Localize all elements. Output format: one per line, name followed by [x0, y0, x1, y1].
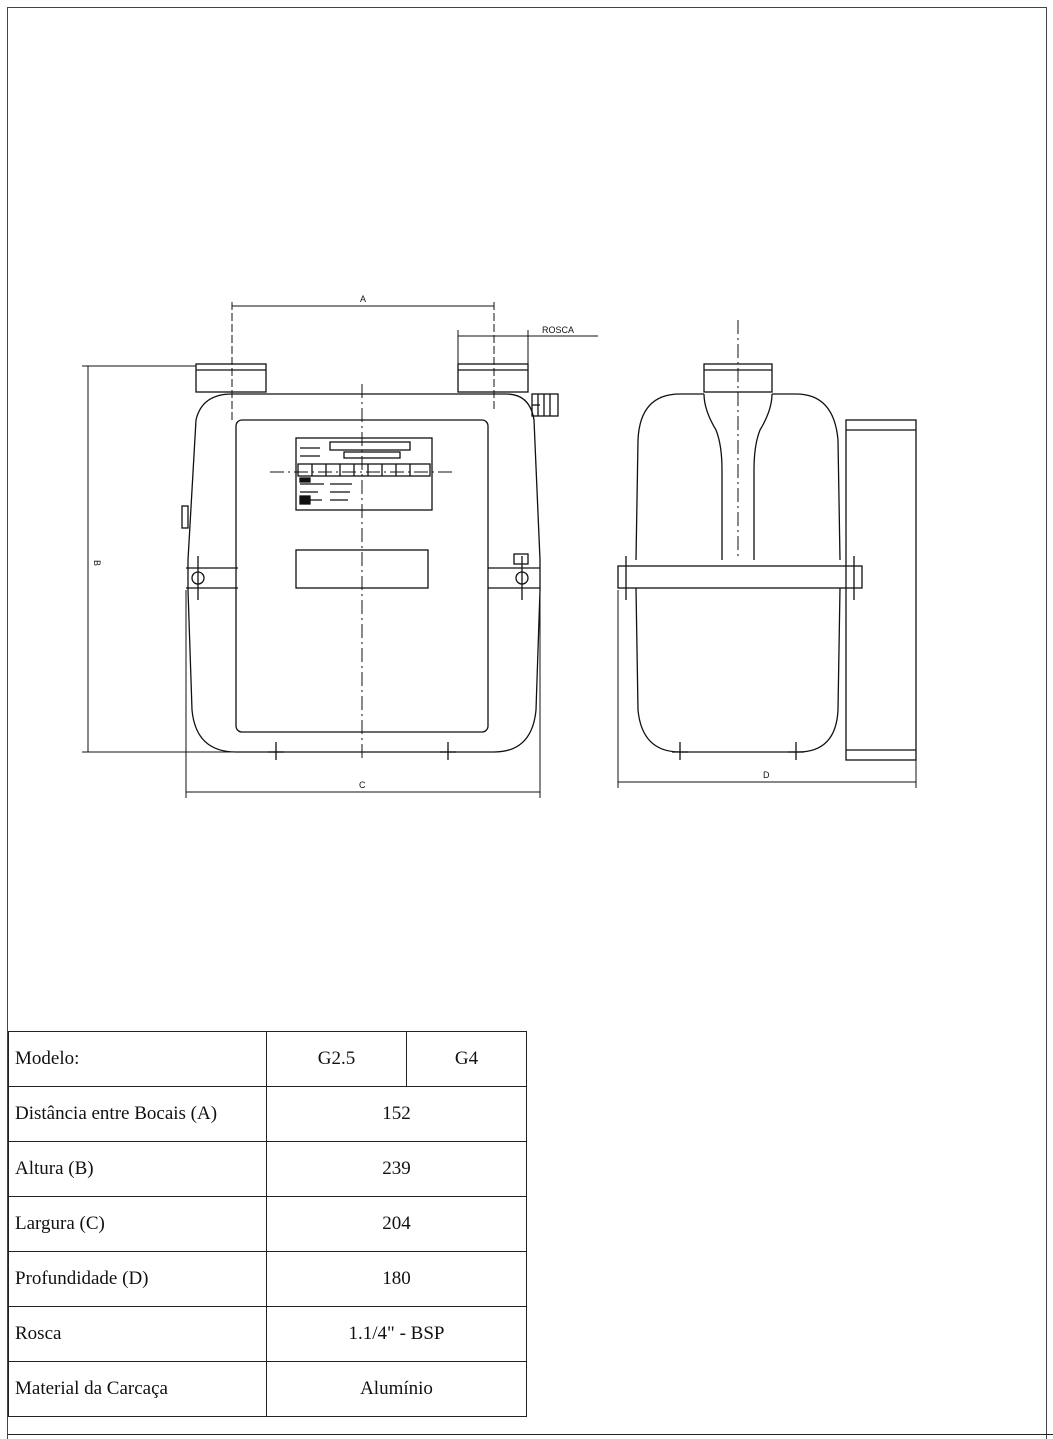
front-body-outline — [187, 393, 541, 753]
row-label: Largura (C) — [8, 1196, 267, 1252]
side-clamp — [617, 565, 863, 589]
side-lower-body — [635, 587, 841, 753]
row-value: 239 — [266, 1141, 527, 1197]
dimension-b — [82, 365, 236, 753]
table-row: Altura (B) 239 — [8, 1141, 527, 1197]
label-b: B — [92, 560, 102, 566]
technical-drawing: A ROSCA B C D — [82, 294, 917, 798]
label-a: A — [360, 294, 366, 304]
spec-table: Modelo: G2.5 G4 Distância entre Bocais (… — [8, 1031, 527, 1417]
bottom-border — [8, 1434, 1053, 1435]
row-label: Rosca — [8, 1306, 267, 1362]
side-left-lobe — [635, 393, 723, 561]
row-value: 204 — [266, 1196, 527, 1252]
dimension-d — [617, 590, 917, 788]
nozzle-left — [195, 363, 267, 393]
model-g25: G2.5 — [266, 1031, 407, 1087]
label-c: C — [359, 780, 366, 790]
dimension-a — [231, 302, 495, 420]
side-nozzle — [703, 363, 773, 393]
side-right-lobe — [753, 393, 841, 561]
row-value: Alumínio — [266, 1361, 527, 1417]
sheet-border — [7, 7, 1047, 1439]
row-label: Material da Carcaça — [8, 1361, 267, 1417]
model-label: Modelo: — [8, 1031, 267, 1087]
row-label: Profundidade (D) — [8, 1251, 267, 1307]
front-view — [181, 363, 559, 760]
table-row: Profundidade (D) 180 — [8, 1251, 527, 1307]
label-rosca: ROSCA — [542, 325, 574, 335]
row-value: 152 — [266, 1086, 527, 1142]
row-value: 1.1/4" - BSP — [266, 1306, 527, 1362]
table-row: Rosca 1.1/4" - BSP — [8, 1306, 527, 1362]
dimension-c — [185, 590, 541, 798]
row-value: 180 — [266, 1251, 527, 1307]
side-view — [617, 363, 917, 761]
center-lines — [270, 320, 739, 760]
dimension-rosca — [457, 330, 598, 364]
row-label: Altura (B) — [8, 1141, 267, 1197]
table-header-row: Modelo: G2.5 G4 — [8, 1031, 527, 1087]
label-d: D — [763, 770, 770, 780]
nameplate — [295, 437, 433, 511]
table-row: Largura (C) 204 — [8, 1196, 527, 1252]
model-g4: G4 — [406, 1031, 527, 1087]
table-row: Material da Carcaça Alumínio — [8, 1361, 527, 1417]
table-row: Distância entre Bocais (A) 152 — [8, 1086, 527, 1142]
nozzle-right — [457, 363, 529, 393]
row-label: Distância entre Bocais (A) — [8, 1086, 267, 1142]
back-plate — [845, 419, 917, 761]
